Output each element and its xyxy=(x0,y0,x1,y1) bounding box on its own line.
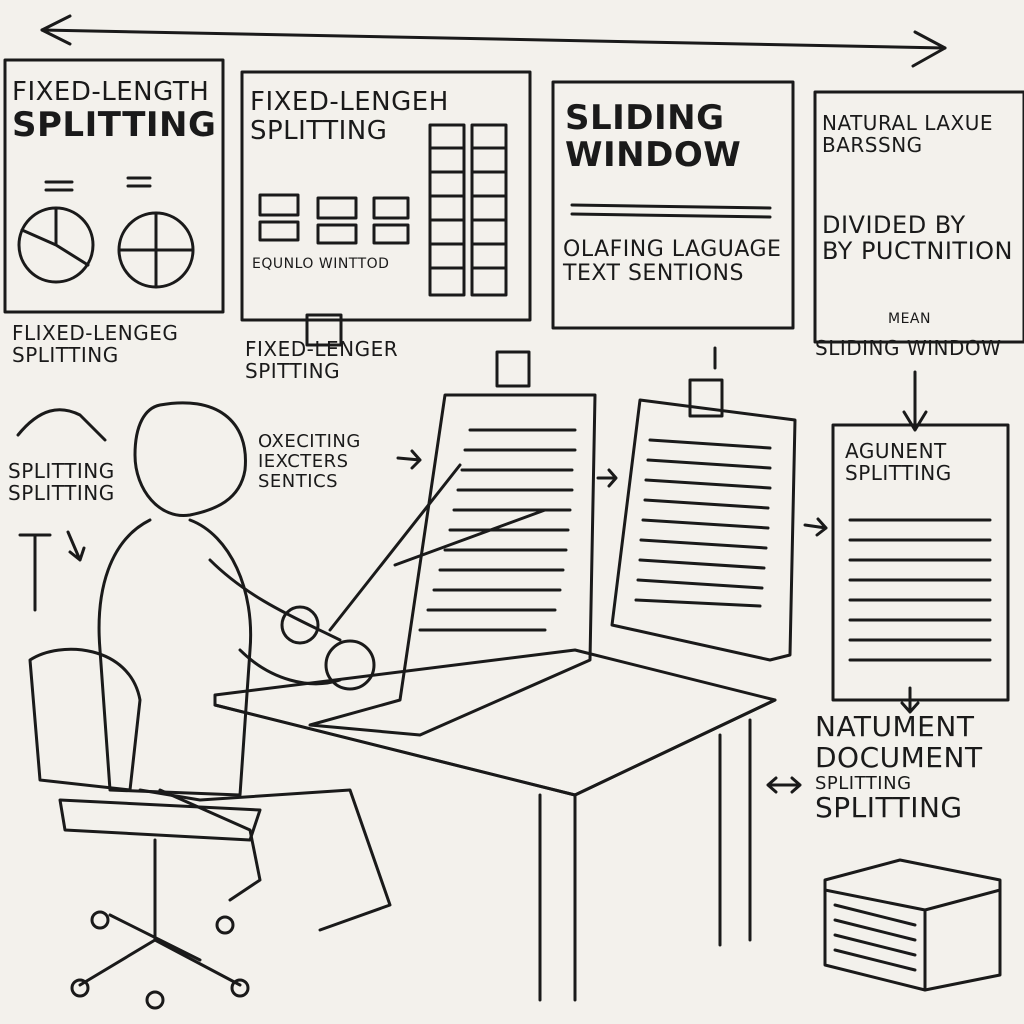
wall-note-fixed-length: FLIXED-LENGEG SPLITTING xyxy=(12,321,179,367)
mountain-doodle xyxy=(16,408,107,442)
document-page-1 xyxy=(308,350,597,737)
panel-natural-language-body: DIVIDED BY BY PUCTNITION xyxy=(822,211,1014,266)
clip-doodle xyxy=(305,313,343,347)
document-page-2 xyxy=(610,378,797,662)
panel-natural-language-title: NATURAL LAXUE BARSSNG xyxy=(822,111,993,157)
pie-chart-sketch xyxy=(17,176,195,289)
wall-note-fixed-lenger: FIXED-LENGER SPITTING xyxy=(245,337,399,383)
panel-sliding-window-title: SLIDING WINDOW xyxy=(565,98,742,176)
double-arrow-top xyxy=(40,14,947,68)
document-page-3 xyxy=(831,423,1010,702)
document-title: AGUNENT SPLITTING xyxy=(845,439,952,485)
panel-natural-language-mean: MEAN xyxy=(888,311,931,327)
panel-natural-language-frame xyxy=(813,90,1024,344)
panel-fixed-length-2-frame xyxy=(240,70,532,322)
sliding-window-rule xyxy=(570,203,772,219)
final-label: NATUMENT DOCUMENT SPLITTING SPLITTING xyxy=(815,710,983,825)
block-grid-sketch xyxy=(258,123,508,297)
panel-sliding-window-subtitle: OLAFING LAGUAGE TEXT SENTIONS xyxy=(563,237,782,287)
panel-fixed-length-title: FIXED-LENGTH SPLITTING xyxy=(12,77,217,145)
mark-doodle xyxy=(18,533,52,612)
wall-note-splitting: SPLITTING SPLITTING xyxy=(8,459,115,505)
panel-sliding-window-frame xyxy=(551,80,795,330)
panel-fixed-length-frame xyxy=(3,58,225,314)
person-with-scissors xyxy=(97,401,547,932)
wall-note-oxeciting: OXECITING IEXCTERS SENTICS xyxy=(258,431,361,492)
desk-sketch xyxy=(213,648,777,1002)
office-chair-sketch xyxy=(28,647,262,1010)
panel-fixed-length-2-caption: EQUNLO WINTTOD xyxy=(252,256,390,272)
panel-fixed-length-2-title: FIXED-LENGEH SPLITTING xyxy=(250,87,449,146)
flow-arrows xyxy=(66,370,928,794)
book-stack-sketch xyxy=(823,858,1002,992)
panel-natural-language-sliding: SLIDING WINDOW xyxy=(815,336,1002,360)
